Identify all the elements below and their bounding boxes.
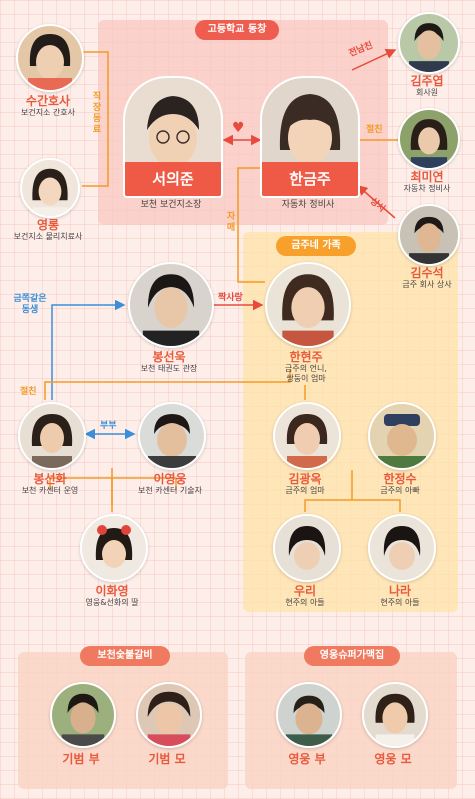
lead-female-role: 자동차 정비사 [281, 200, 335, 210]
name-yeongungbu: 영웅 부 [288, 752, 326, 766]
portrait-nara[interactable] [368, 514, 436, 582]
name-kimgwangok: 김광옥 [288, 472, 322, 486]
portrait-bongseonuk[interactable] [128, 262, 214, 348]
role2-hanhyeonju: 쌍둥이 엄마 [286, 374, 326, 383]
role-kimsuseok: 금주 회사 상사 [402, 280, 452, 289]
name-choemiyeon: 최미연 [410, 170, 444, 184]
role-bongseonhwa: 보천 카센터 운영 [21, 486, 79, 495]
relation-friend2: 절친 [20, 387, 37, 397]
lead-male-card[interactable]: 서의준 [123, 76, 223, 198]
portrait-yeongungmo[interactable] [362, 682, 428, 748]
portrait-yeongrung[interactable] [20, 158, 80, 218]
role-hanhyeonju: 금주의 언니, [285, 364, 327, 373]
role-uri: 현주의 아들 [285, 598, 325, 607]
relation-crush: 짝사랑 [218, 293, 243, 303]
name-bongseonhwa: 봉선화 [33, 472, 67, 486]
name-gibeombu: 기범 부 [62, 752, 100, 766]
portrait-choemiyeon[interactable] [398, 108, 460, 170]
role-bongseonuk: 보천 태권도 관장 [140, 364, 198, 373]
role-choemiyeon: 자동차 정비사 [403, 184, 451, 193]
name-ihwayeong: 이화영 [95, 584, 129, 598]
portrait-kimsuseok[interactable] [398, 204, 460, 266]
name-gibeommo: 기범 모 [148, 752, 186, 766]
lead-female-card[interactable]: 한금주 [260, 76, 360, 198]
restaurant-group-label: 보천숯불갈비 [80, 646, 170, 666]
portrait-hanjeongsu[interactable] [368, 402, 436, 470]
role-sugan: 보건지소 간호사 [20, 108, 76, 117]
lead-female-name: 한금주 [262, 162, 358, 196]
portrait-kimjuyeop[interactable] [398, 12, 460, 74]
role-ihwayeong: 영웅&선화의 딸 [85, 598, 139, 607]
relation-friend: 절친 [366, 125, 383, 135]
name-sugan: 수간호사 [25, 94, 71, 108]
name-nara: 나라 [388, 584, 412, 598]
heart-icon: ♥ [232, 120, 245, 136]
name-yeongungmo: 영웅 모 [374, 752, 412, 766]
portrait-hanhyeonju[interactable] [265, 262, 351, 348]
highschool-group-label: 고등학교 동창 [195, 20, 279, 40]
role-iyeongung: 보천 카센터 기술자 [138, 486, 202, 495]
portrait-ihwayeong[interactable] [80, 514, 148, 582]
name-hanhyeonju: 한현주 [289, 350, 323, 364]
name-kimsuseok: 김수석 [410, 266, 444, 280]
lead-male-role: 보천 보건지소장 [140, 200, 202, 210]
supermarket-group-label: 영웅슈퍼가맥집 [304, 646, 400, 666]
portrait-kimgwangok[interactable] [273, 402, 341, 470]
portrait-bongseonhwa[interactable] [18, 402, 86, 470]
lead-male-name: 서의준 [125, 162, 221, 196]
portrait-sugan[interactable] [16, 24, 84, 92]
name-kimjuyeop: 김주엽 [410, 74, 444, 88]
portrait-gibeommo[interactable] [136, 682, 202, 748]
role-kimjuyeop: 회사원 [415, 88, 439, 97]
relation-colleague: 직장동료 [92, 92, 102, 135]
role-kimgwangok: 금주의 엄마 [285, 486, 325, 495]
role-hanjeongsu: 금주의 아빠 [380, 486, 420, 495]
name-iyeongung: 이영웅 [153, 472, 187, 486]
name-uri: 우리 [293, 584, 317, 598]
relation-likebrother: 금쪽같은 동생 [13, 294, 47, 315]
portrait-uri[interactable] [273, 514, 341, 582]
portrait-yeongungbu[interactable] [276, 682, 342, 748]
relation-couple: 부부 [100, 421, 117, 431]
name-yeongrung: 영롱 [36, 218, 60, 232]
relation-sister: 자매 [226, 212, 236, 233]
role-nara: 현주의 아들 [380, 598, 420, 607]
name-hanjeongsu: 한정수 [383, 472, 417, 486]
portrait-gibeombu[interactable] [50, 682, 116, 748]
family-group-label: 금주네 가족 [276, 236, 356, 256]
name-bongseonuk: 봉선욱 [152, 350, 186, 364]
role-yeongrung: 보건지소 물리치료사 [13, 232, 83, 241]
portrait-iyeongung[interactable] [138, 402, 206, 470]
